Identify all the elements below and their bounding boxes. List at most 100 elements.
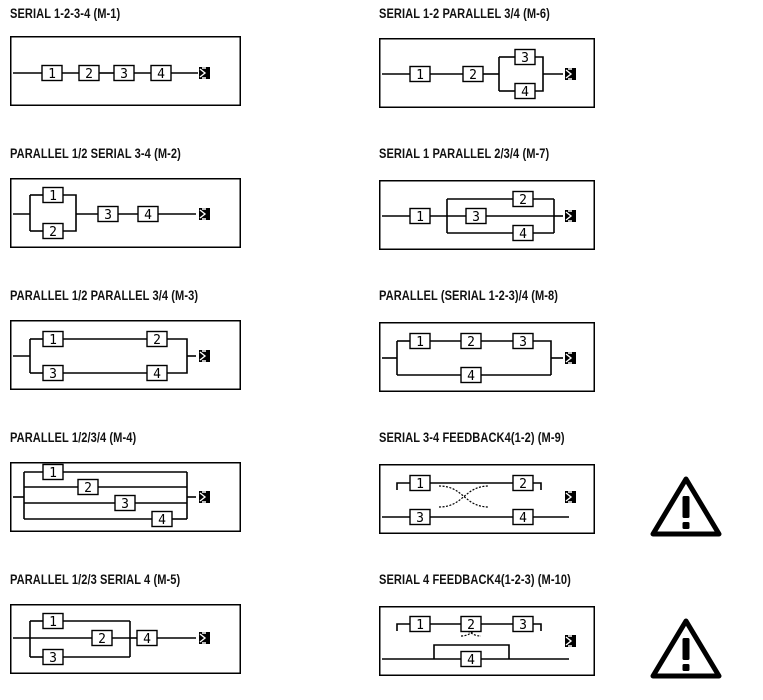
operator-4-label: 4 [158, 513, 166, 528]
operator-3 [113, 64, 135, 82]
operator-1 [42, 463, 64, 481]
output-icon [565, 491, 576, 503]
mode-title-m4: PARALLEL 1/2/3/4 (M-4) [10, 430, 137, 445]
operator-1-label: 1 [48, 67, 56, 82]
operator-4-label: 4 [153, 367, 161, 382]
operator-1 [42, 330, 64, 348]
warning-icon [650, 476, 722, 543]
operator-1 [409, 474, 431, 492]
operator-4-label: 4 [157, 67, 165, 82]
operator-2-label: 2 [467, 618, 475, 633]
operator-1-label: 1 [49, 333, 57, 348]
feedback-line [438, 485, 490, 508]
mode-title-m10: SERIAL 4 FEEDBACK4(1-2-3) (M-10) [379, 572, 571, 587]
mode-title-m5: PARALLEL 1/2/3 SERIAL 4 (M-5) [10, 572, 181, 587]
operator-4-label: 4 [519, 511, 527, 526]
operator-1 [409, 332, 431, 350]
operator-4 [460, 650, 482, 668]
operator-3-label: 3 [521, 51, 529, 66]
output-icon [565, 68, 576, 80]
operator-2 [460, 332, 482, 350]
operator-4 [512, 224, 534, 242]
output-icon [199, 632, 210, 644]
diagram-svg-m4: 1 2 3 4 [10, 462, 241, 532]
operator-2-label: 2 [467, 335, 475, 350]
operator-3-label: 3 [49, 367, 57, 382]
operator-4 [512, 508, 534, 526]
operator-2 [42, 222, 64, 240]
operator-1 [409, 207, 431, 225]
operator-1-label: 1 [49, 466, 57, 481]
mode-title-m7: SERIAL 1 PARALLEL 2/3/4 (M-7) [379, 146, 550, 161]
operator-1-label: 1 [49, 615, 57, 630]
connector-line [533, 482, 542, 490]
connector-line [396, 623, 410, 631]
mode-title-m8: PARALLEL (SERIAL 1-2-3)/4 (M-8) [379, 288, 559, 303]
operator-3 [114, 494, 136, 512]
operator-4-label: 4 [143, 632, 151, 647]
operator-4-label: 4 [467, 653, 475, 668]
output-icon [565, 352, 576, 364]
operator-3 [409, 508, 431, 526]
operator-3 [42, 648, 64, 666]
operator-1 [409, 615, 431, 633]
output-icon [199, 67, 210, 79]
operator-3-label: 3 [519, 618, 527, 633]
operator-2 [78, 64, 100, 82]
operator-2-label: 2 [84, 481, 92, 496]
operator-2 [146, 330, 168, 348]
operator-4 [146, 364, 168, 382]
diagram-panel-m3: 1 2 3 4 [10, 320, 241, 390]
operator-2-label: 2 [153, 333, 161, 348]
connector-line [433, 644, 510, 659]
operator-3 [97, 205, 119, 223]
operator-2-label: 2 [469, 68, 477, 83]
operator-4-label: 4 [521, 85, 529, 100]
mode-title-m1: SERIAL 1-2-3-4 (M-1) [10, 6, 121, 21]
operator-3-label: 3 [104, 208, 112, 223]
operator-1 [409, 65, 431, 83]
operator-3-label: 3 [519, 335, 527, 350]
operator-3-label: 3 [472, 210, 480, 225]
operator-2 [512, 190, 534, 208]
mode-title-m9: SERIAL 3-4 FEEDBACK4(1-2) (M-9) [379, 430, 565, 445]
operator-4 [137, 205, 159, 223]
operator-1-label: 1 [49, 189, 57, 204]
operator-4 [514, 82, 536, 100]
operator-3-label: 3 [120, 67, 128, 82]
operator-4 [150, 64, 172, 82]
operator-1 [42, 186, 64, 204]
output-icon [565, 210, 576, 222]
output-icon [199, 350, 210, 362]
operator-2 [512, 474, 534, 492]
operator-1-label: 1 [416, 210, 424, 225]
output-icon [565, 635, 576, 647]
operator-1-label: 1 [416, 477, 424, 492]
connector-line [533, 340, 552, 375]
mode-title-m2: PARALLEL 1/2 SERIAL 3-4 (M-2) [10, 146, 181, 161]
operator-2-label: 2 [519, 193, 527, 208]
operator-4 [460, 366, 482, 384]
operator-2 [460, 615, 482, 633]
operator-4-label: 4 [144, 208, 152, 223]
operator-1 [41, 64, 63, 82]
operator-2-label: 2 [519, 477, 527, 492]
connector-line [533, 623, 542, 631]
operator-4-label: 4 [467, 369, 475, 384]
operator-3-label: 3 [121, 497, 129, 512]
connector-line [396, 482, 410, 490]
operator-2-label: 2 [98, 632, 106, 647]
feedback-line [438, 485, 490, 508]
